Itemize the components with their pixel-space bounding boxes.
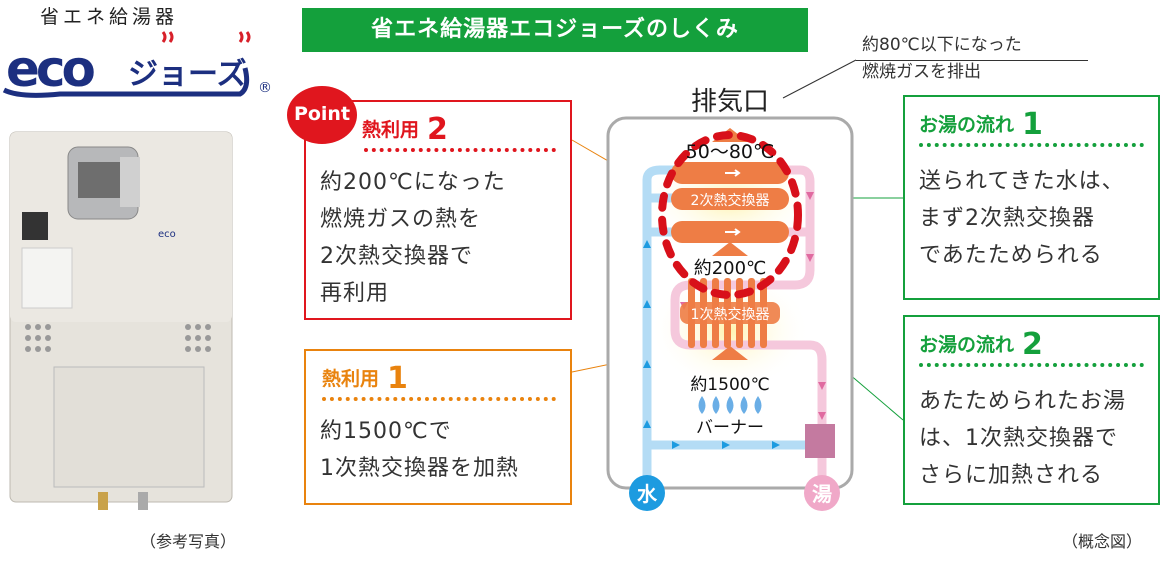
logo-katakana: ジョーズ	[128, 57, 247, 92]
dotted-divider	[919, 143, 1144, 147]
text-line: 1次熱交換器を加熱	[320, 456, 519, 481]
flow-1-heading: お湯の流れ 1	[919, 107, 1043, 142]
temp-top: 50～80℃	[686, 141, 775, 163]
note-underline	[856, 60, 1088, 61]
heading-number: 2	[427, 112, 448, 147]
heading-number: 1	[387, 361, 408, 396]
heat-use-1-box: 熱利用 1 約1500℃で 1次熱交換器を加熱	[304, 349, 572, 505]
burner-label: バーナー	[696, 418, 764, 438]
text-line: は、1次熱交換器で	[919, 426, 1118, 451]
water-inlet-label: 水	[637, 482, 658, 506]
heat-use-2-text: 約200℃になった 燃焼ガスの熱を 2次熱交換器で 再利用	[320, 164, 506, 312]
exhaust-note-line1: 約80℃以下になった	[862, 35, 1022, 55]
heading-number: 1	[1022, 107, 1043, 142]
hot-water-flow-1-box: お湯の流れ 1 送られてきた水は、 まず2次熱交換器 であたためられる	[903, 95, 1160, 300]
text-line: あたためられたお湯	[919, 389, 1127, 414]
text-line: 燃焼ガスの熱を	[320, 207, 482, 232]
heat-use-1-text: 約1500℃で 1次熱交換器を加熱	[320, 413, 519, 487]
svg-text:eco: eco	[158, 229, 176, 240]
heading-number: 2	[1022, 327, 1043, 362]
heading-label: 熱利用	[362, 119, 420, 141]
text-line: 約200℃になった	[320, 170, 506, 195]
ecojozu-logo: eco ジョーズ ®	[2, 31, 272, 98]
svg-text:eco: eco	[6, 40, 95, 98]
heading-label: 熱利用	[322, 368, 380, 390]
heading-label: お湯の流れ	[919, 334, 1015, 356]
exhaust-note: 約80℃以下になった 燃焼ガスを排出	[862, 32, 1022, 86]
dotted-divider	[322, 397, 556, 401]
secondary-heat-exchanger-label: 2次熱交換器	[691, 192, 770, 209]
dotted-divider	[919, 363, 1144, 367]
hot-water-flow-2-box: お湯の流れ 2 あたためられたお湯 は、1次熱交換器で さらに加熱される	[903, 315, 1160, 505]
diagram-title: 省エネ給湯器エコジョーズのしくみ	[302, 8, 808, 52]
exhaust-label: 排気口	[691, 87, 769, 117]
flow-1-text: 送られてきた水は、 まず2次熱交換器 であたためられる	[919, 163, 1125, 274]
text-line: 約1500℃で	[320, 419, 452, 444]
heat-use-2-heading: 熱利用 2	[362, 112, 448, 147]
text-line: であたためられる	[919, 243, 1103, 268]
svg-text:®: ®	[258, 80, 272, 96]
text-line: まず2次熱交換器	[919, 206, 1095, 231]
temp-burner: 約1500℃	[690, 375, 769, 395]
point-badge: Point	[287, 86, 357, 144]
text-line: さらに加熱される	[919, 463, 1104, 488]
exhaust-note-line2: 燃焼ガスを排出	[862, 62, 981, 82]
logo-subtitle: 省エネ給湯器	[40, 6, 179, 28]
temp-mid: 約200℃	[694, 258, 767, 279]
primary-heat-exchanger-label: 1次熱交換器	[691, 306, 770, 323]
text-line: 2次熱交換器で	[320, 244, 473, 269]
hot-water-outlet-label: 湯	[812, 482, 832, 506]
text-line: 再利用	[320, 281, 390, 306]
flow-2-text: あたためられたお湯 は、1次熱交換器で さらに加熱される	[919, 383, 1126, 494]
heading-label: お湯の流れ	[919, 114, 1015, 136]
photo-caption: （参考写真）	[140, 532, 237, 551]
heat-use-1-heading: 熱利用 1	[322, 361, 408, 396]
text-line: 送られてきた水は、	[919, 169, 1125, 194]
dotted-divider	[364, 148, 556, 152]
flow-2-heading: お湯の流れ 2	[919, 327, 1043, 362]
diagram-caption: （概念図）	[1062, 532, 1143, 551]
water-heater-photo: eco	[9, 131, 233, 510]
heat-use-2-box: 熱利用 2 約200℃になった 燃焼ガスの熱を 2次熱交換器で 再利用	[304, 100, 572, 320]
